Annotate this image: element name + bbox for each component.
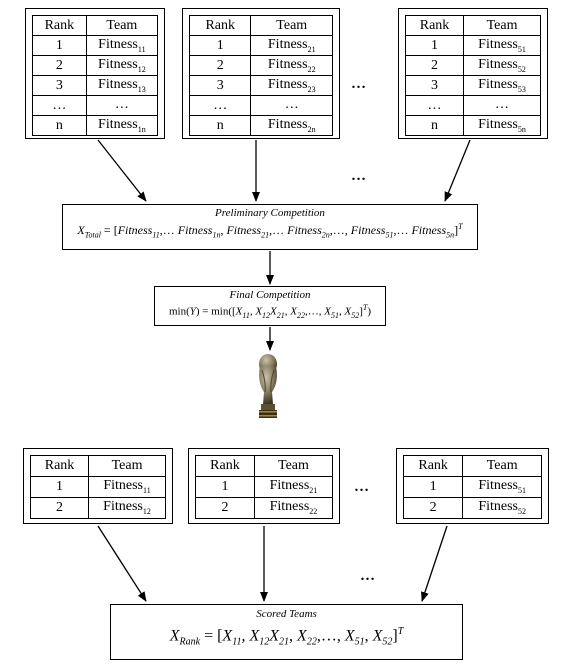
table-cell: Fitness51 (463, 35, 541, 56)
final-title: Final Competition (229, 289, 311, 301)
table-cell: Fitness11 (85, 35, 159, 56)
table-header: Team (85, 15, 159, 36)
table-cell: Fitness11 (88, 476, 166, 498)
arrow (444, 139, 471, 202)
ellipsis: … (360, 568, 376, 584)
table-cell: Fitness22 (253, 497, 334, 519)
table-header: Team (462, 455, 542, 477)
final-competition-box: Final Competition min(Y) = min([X11, X12… (154, 286, 386, 326)
arrow (97, 139, 147, 202)
table-cell: Fitness21 (250, 35, 333, 56)
ellipsis: … (354, 479, 370, 495)
arrow (97, 525, 147, 602)
trophy-icon (259, 354, 277, 418)
table-cell: Fitness1n (85, 115, 159, 136)
preliminary-competition-box: Preliminary Competition XTotal = [Fitnes… (62, 204, 478, 250)
table-cell: Fitness12 (88, 497, 166, 519)
table-cell: Fitness52 (462, 497, 542, 519)
ellipsis: … (351, 168, 367, 184)
final-formula: min(Y) = min([X11, X12X21, X22,…, X51, X… (168, 303, 372, 320)
scored-teams-box: Scored Teams XRank = [X11, X12X21, X22,…… (110, 604, 463, 660)
table-cell: 2 (29, 497, 90, 519)
table-cell: n (32, 115, 87, 136)
table-cell: Fitness21 (253, 476, 334, 498)
table-cell: Fitness52 (463, 55, 541, 76)
table-cell: 1 (404, 35, 465, 56)
arrow (421, 525, 448, 602)
scored-title: Scored Teams (256, 608, 317, 620)
preliminary-title: Preliminary Competition (215, 207, 325, 219)
scored-formula: XRank = [X11, X12X21, X22,…, X51, X52]T (169, 626, 404, 648)
table-header: Rank (402, 455, 464, 477)
table-cell: Fitness2n (250, 115, 333, 136)
preliminary-formula: XTotal = [Fitness11,… Fitness1n, Fitness… (77, 222, 463, 240)
table-cell: Fitness13 (85, 75, 159, 96)
table-cell: Fitness5n (463, 115, 541, 136)
table-cell: … (85, 95, 159, 116)
table-cell: 2 (402, 497, 464, 519)
table-cell: Fitness51 (462, 476, 542, 498)
table-header: Team (88, 455, 166, 477)
table-header: Rank (404, 15, 465, 36)
table-cell: … (188, 95, 252, 116)
table-header: Team (253, 455, 334, 477)
table-header: Rank (188, 15, 252, 36)
table-cell: n (188, 115, 252, 136)
table-cell: n (404, 115, 465, 136)
ellipsis: … (351, 76, 367, 92)
table-cell: 2 (195, 497, 255, 519)
